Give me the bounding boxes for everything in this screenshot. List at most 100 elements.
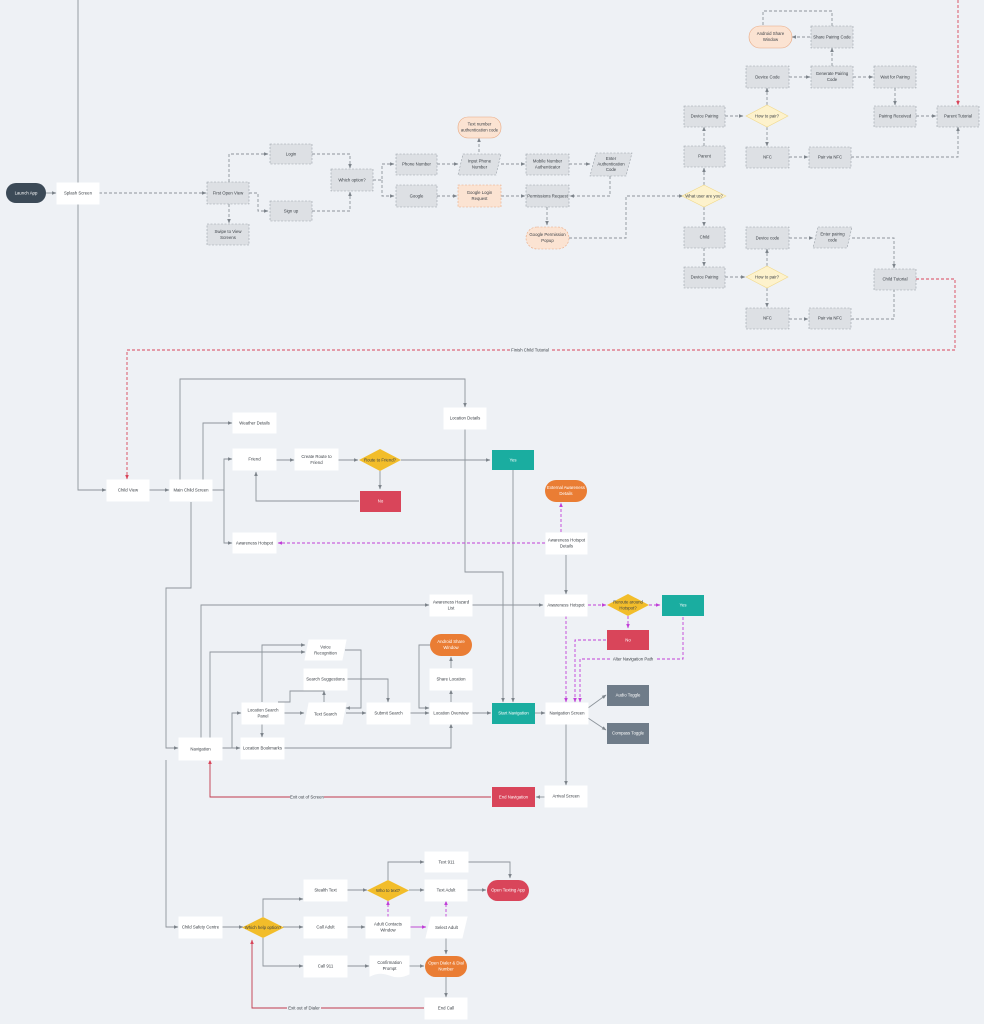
node-adult-contacts-window: Adult Contacts Window: [365, 916, 411, 939]
svg-text:Awareness Hotspot: Awareness Hotspot: [547, 603, 585, 608]
node-navigation-screen: Navigation Screen: [545, 702, 589, 725]
node-route-to-friend: Route to Friend?: [359, 449, 401, 471]
node-wait-for-pairing: Wait for Pairing: [873, 65, 917, 89]
svg-text:Authenticator: Authenticator: [535, 165, 561, 170]
svg-text:Screens: Screens: [220, 235, 236, 240]
svg-text:NFC: NFC: [763, 155, 772, 160]
svg-text:Window: Window: [443, 645, 459, 650]
node-location-bookmarks: Location Bookmarks: [240, 737, 285, 760]
node-which-help-option: Which help option?: [242, 917, 284, 938]
svg-text:Child View: Child View: [118, 488, 139, 493]
svg-text:Login: Login: [286, 152, 297, 157]
svg-text:External Awareness: External Awareness: [547, 485, 585, 490]
node-location-details: Location Details: [443, 407, 487, 430]
node-generate-pairing-code: Generate Pairing Code: [810, 65, 854, 89]
node-awareness-hotspot-details: Awareness Hotspot Details: [545, 532, 588, 555]
node-location-search-panel: Location Search Panel: [241, 702, 285, 725]
svg-text:Submit Search: Submit Search: [374, 711, 403, 716]
edge-label-alter-navigation-path: Alter Navigation Path: [613, 657, 654, 662]
svg-text:Details: Details: [560, 544, 573, 549]
svg-text:Device code: Device code: [756, 236, 780, 241]
svg-text:Awareness Hazard: Awareness Hazard: [433, 600, 470, 605]
svg-text:Adult Contacts: Adult Contacts: [374, 922, 402, 927]
node-phone-number: Phone Number: [395, 153, 438, 176]
node-which-option: Which option?: [330, 168, 374, 192]
navigation-section: Awareness Hazard List Awareness Hotspot …: [178, 594, 704, 808]
node-permissions-request: Permissions Request: [525, 184, 570, 208]
svg-text:Launch App: Launch App: [15, 191, 38, 196]
svg-text:Number: Number: [472, 165, 488, 170]
svg-text:Google: Google: [410, 194, 424, 199]
svg-text:Window: Window: [380, 928, 396, 933]
svg-text:Pair via NFC: Pair via NFC: [818, 316, 842, 321]
svg-text:Main Child Screen: Main Child Screen: [173, 488, 209, 493]
node-how-to-pair-child: How to pair?: [745, 265, 789, 289]
node-who-to-text: Who to text?: [367, 880, 409, 901]
node-audio-toggle: Audio Toggle: [607, 685, 649, 706]
node-search-suggestions: Search Suggestions: [303, 668, 348, 691]
svg-text:Phone Number: Phone Number: [402, 162, 431, 167]
svg-text:Text Adult: Text Adult: [437, 888, 456, 893]
node-input-phone-number: Input Phone Number: [457, 153, 502, 176]
svg-text:Share Location: Share Location: [437, 677, 467, 682]
node-child-safety-centre: Child Safety Centre: [178, 916, 223, 939]
svg-text:What user are you?: What user are you?: [685, 194, 723, 199]
node-mobile-number-authenticator: Mobile Number Authenticator: [525, 153, 570, 176]
node-device-code-child: Device code: [745, 226, 790, 250]
node-external-awareness-details: External Awareness Details: [545, 480, 587, 502]
svg-text:Code: Code: [827, 77, 838, 82]
node-child-tutorial: Child Tutorial: [873, 268, 917, 291]
svg-text:First Open View: First Open View: [213, 191, 244, 196]
node-login: Login: [269, 143, 313, 165]
node-child: Child: [683, 226, 726, 249]
node-swipe-view-screens: Swipe to View Screens: [206, 223, 250, 246]
svg-text:Search Suggestions: Search Suggestions: [306, 677, 344, 682]
svg-text:Enter: Enter: [606, 156, 617, 161]
svg-text:Android Share: Android Share: [757, 31, 785, 36]
svg-text:Location Bookmarks: Location Bookmarks: [243, 746, 282, 751]
svg-text:Device Code: Device Code: [755, 75, 780, 80]
svg-text:Panel: Panel: [258, 714, 269, 719]
node-parent: Parent: [683, 145, 726, 168]
svg-text:End Navigation: End Navigation: [499, 795, 529, 800]
connectors: [46, 0, 960, 1009]
node-launch-app: Launch App: [6, 183, 46, 203]
node-text-search: Text Search: [304, 702, 347, 725]
node-yes-reroute: Yes: [662, 595, 704, 616]
svg-text:Android Share: Android Share: [437, 639, 465, 644]
node-end-call: End Call: [424, 997, 468, 1020]
node-submit-search: Submit Search: [366, 702, 411, 725]
node-no-route: No: [360, 491, 401, 512]
svg-text:Window: Window: [763, 37, 779, 42]
svg-text:Google Login: Google Login: [467, 190, 493, 195]
node-splash-screen: Splash Screen: [56, 182, 100, 205]
svg-text:Open Texting App: Open Texting App: [491, 888, 525, 893]
svg-text:Parent: Parent: [698, 154, 711, 159]
onboarding-section: Launch App Splash Screen First Open View…: [6, 25, 980, 330]
svg-text:Reroute around: Reroute around: [613, 600, 643, 605]
svg-text:Swipe to View: Swipe to View: [215, 229, 243, 234]
node-reroute-around-hotspot: Reroute around Hotspot?: [607, 594, 649, 616]
svg-text:How to pair?: How to pair?: [755, 114, 780, 119]
svg-text:Navigation: Navigation: [190, 747, 211, 752]
svg-text:Mobile Number: Mobile Number: [533, 159, 563, 164]
node-awareness-hazard-list: Awareness Hazard List: [429, 594, 473, 617]
node-pairing-received: Pairing Received: [873, 105, 917, 128]
node-call-adult: Call Adult: [303, 916, 348, 939]
node-pair-via-nfc-parent: Pair via NFC: [808, 146, 852, 169]
svg-text:Generate Pairing: Generate Pairing: [816, 71, 849, 76]
node-google-login-request: Google Login Request: [457, 184, 502, 208]
node-pair-via-nfc-child: Pair via NFC: [808, 307, 852, 330]
node-share-location: Share Location: [429, 668, 473, 691]
svg-text:Wait for Pairing: Wait for Pairing: [880, 75, 910, 80]
svg-text:Which option?: Which option?: [338, 178, 366, 183]
svg-text:Location Search: Location Search: [247, 708, 279, 713]
svg-text:Popup: Popup: [541, 238, 554, 243]
node-share-pairing-code: Share Pairing Code: [810, 25, 854, 49]
svg-text:Authentication: Authentication: [597, 162, 625, 167]
node-enter-pairing-code: Enter pairing code: [812, 226, 853, 249]
node-call-911: Call 911: [303, 955, 348, 978]
svg-text:Pair via NFC: Pair via NFC: [818, 155, 842, 160]
svg-text:No: No: [625, 638, 631, 643]
